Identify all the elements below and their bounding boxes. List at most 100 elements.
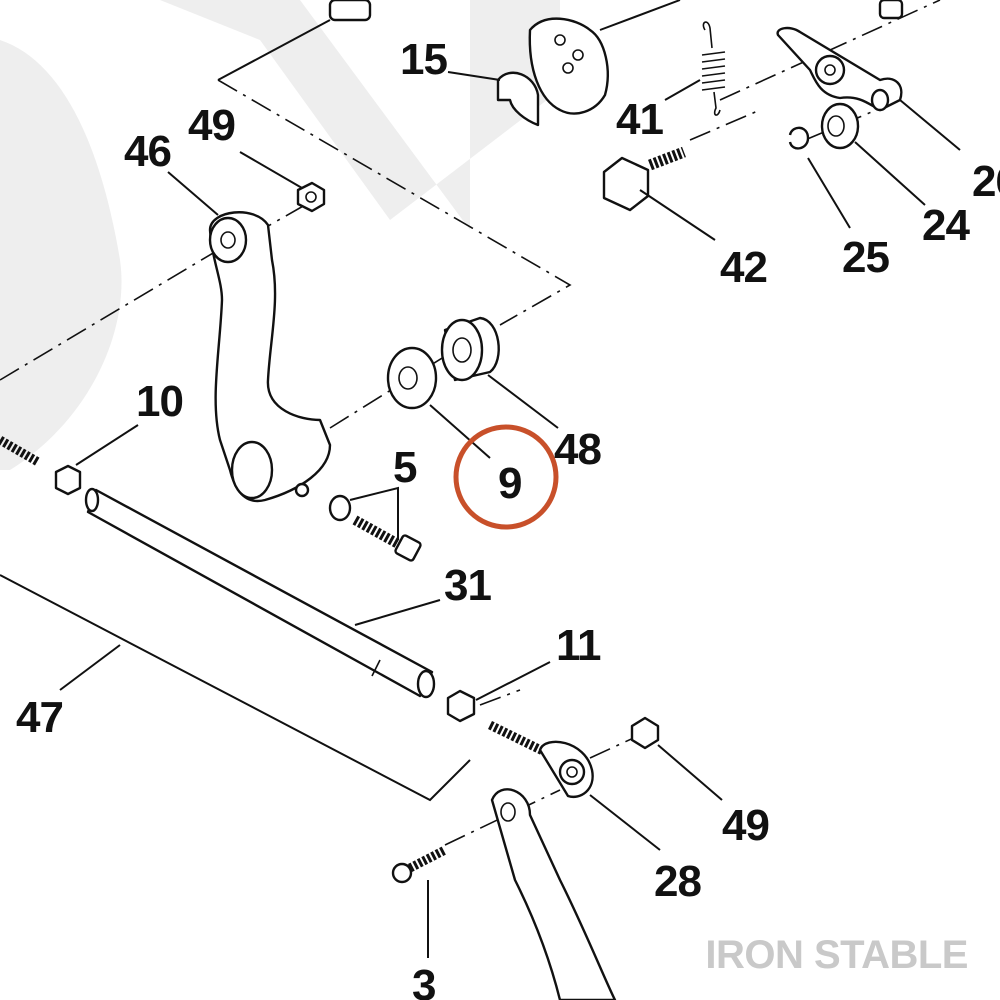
callout-24: 24 xyxy=(922,201,970,250)
axis-line-bolt3 xyxy=(444,789,561,846)
nut-part-11 xyxy=(446,689,476,723)
bracket-line-47 xyxy=(0,574,471,802)
nut-part-10 xyxy=(54,464,82,496)
callout-26: 26 xyxy=(972,157,1000,206)
assembly-lines xyxy=(0,0,941,846)
leader-lines xyxy=(59,71,961,958)
bolt-part-42 xyxy=(602,146,686,212)
assembly-line-right xyxy=(217,79,572,326)
spacer-24-outer xyxy=(820,102,860,150)
axis-line-upper xyxy=(0,239,236,381)
callout-42: 42 xyxy=(720,243,767,292)
lever-upper-eye xyxy=(208,216,248,264)
assembly-line-top-right xyxy=(599,0,681,31)
clip-part-15 xyxy=(496,71,540,127)
axis-line-bolt42 xyxy=(689,109,761,141)
callout-25: 25 xyxy=(842,233,889,282)
lever-upper-hole xyxy=(220,231,236,249)
part-15-group xyxy=(328,0,609,127)
bolt-3-thread xyxy=(407,845,448,873)
leader-11 xyxy=(475,661,551,701)
bolt-5-head xyxy=(394,534,422,562)
lever-part-26 xyxy=(776,0,904,112)
axis-line-nut49 xyxy=(239,204,306,243)
callout-9: 9 xyxy=(498,459,521,508)
bolt-part-5 xyxy=(328,494,422,562)
bushing-part-48 xyxy=(440,316,500,382)
lever-clamp-hole xyxy=(294,482,310,498)
leader-48 xyxy=(487,374,559,429)
leader-15 xyxy=(447,71,501,81)
leader-49-upper xyxy=(239,151,303,189)
leader-10 xyxy=(75,424,139,466)
callout-3: 3 xyxy=(412,961,435,1000)
axis-line-nut11 xyxy=(479,689,521,706)
callout-49-upper: 49 xyxy=(188,101,235,150)
lever-26-pivot xyxy=(814,54,846,86)
shaft-31-end-right xyxy=(416,669,436,699)
rod-end-28-thread xyxy=(488,720,547,757)
bolt-42-head xyxy=(602,156,650,212)
washer-9-outer xyxy=(386,346,438,410)
washer-9-inner xyxy=(398,366,418,390)
leader-9 xyxy=(429,404,491,459)
spacer-part-24 xyxy=(820,102,860,150)
cam-plate xyxy=(528,17,609,115)
watermark-text: IRON STABLE xyxy=(705,933,968,977)
washer-5 xyxy=(328,494,352,522)
callout-48: 48 xyxy=(554,425,601,474)
bushing-48-bore xyxy=(452,337,472,363)
bushing-48-face xyxy=(440,318,484,382)
shaft-31-body xyxy=(86,488,434,698)
leader-42 xyxy=(639,189,716,241)
cam-hole-1 xyxy=(554,34,566,46)
leader-41 xyxy=(664,79,701,101)
leader-25 xyxy=(807,157,851,229)
callout-10: 10 xyxy=(136,377,183,426)
lever-lower-bore xyxy=(230,440,274,500)
callout-46: 46 xyxy=(124,127,171,176)
leader-26 xyxy=(899,99,961,151)
nut-part-49-upper xyxy=(296,181,326,213)
bolt-5-thread xyxy=(352,515,403,550)
lever-26-pin xyxy=(870,88,890,112)
assembly-line-top xyxy=(217,19,331,81)
callout-5: 5 xyxy=(393,443,417,492)
shift-lever-part-46 xyxy=(208,211,332,503)
leader-46 xyxy=(167,171,219,216)
lever-26-hole xyxy=(824,64,836,76)
shaft-31-step xyxy=(371,659,381,677)
rod-end-28-ball xyxy=(558,758,586,786)
leader-28 xyxy=(589,794,661,851)
stud-part-10 xyxy=(0,436,82,496)
callout-11: 11 xyxy=(556,621,601,670)
shaft-31-end-left xyxy=(84,487,100,513)
lower-arm-body xyxy=(490,788,617,1000)
leader-31 xyxy=(354,599,441,626)
cam-hole-3 xyxy=(562,62,574,74)
bolt-42-thread xyxy=(648,146,686,171)
gear-stub-top xyxy=(328,0,372,22)
lower-arm-eye xyxy=(500,802,516,822)
lower-shift-arm xyxy=(490,788,617,1000)
background-watermark-shapes xyxy=(0,0,560,470)
watermark-letter-n xyxy=(160,0,560,230)
rod-end-28-bore xyxy=(566,766,578,778)
nut-part-49-lower xyxy=(630,716,660,750)
highlight-circle xyxy=(453,424,559,530)
bolt-part-3 xyxy=(391,845,448,884)
lever-body xyxy=(208,211,332,503)
callout-49-lower: 49 xyxy=(722,801,769,850)
spring-part-41 xyxy=(701,21,726,116)
bolt-3-head xyxy=(391,862,413,884)
cam-hole-2 xyxy=(572,49,584,61)
spacer-24-bore xyxy=(827,115,845,137)
callout-labels: 15 41 26 42 24 25 49 46 10 48 9 5 31 11 … xyxy=(16,35,1000,1000)
clip-part-25 xyxy=(788,126,810,150)
leader-49-lower xyxy=(657,744,723,801)
callout-31: 31 xyxy=(444,561,491,610)
watermark-letter-o xyxy=(0,40,122,470)
spring-41-coils xyxy=(701,21,726,116)
